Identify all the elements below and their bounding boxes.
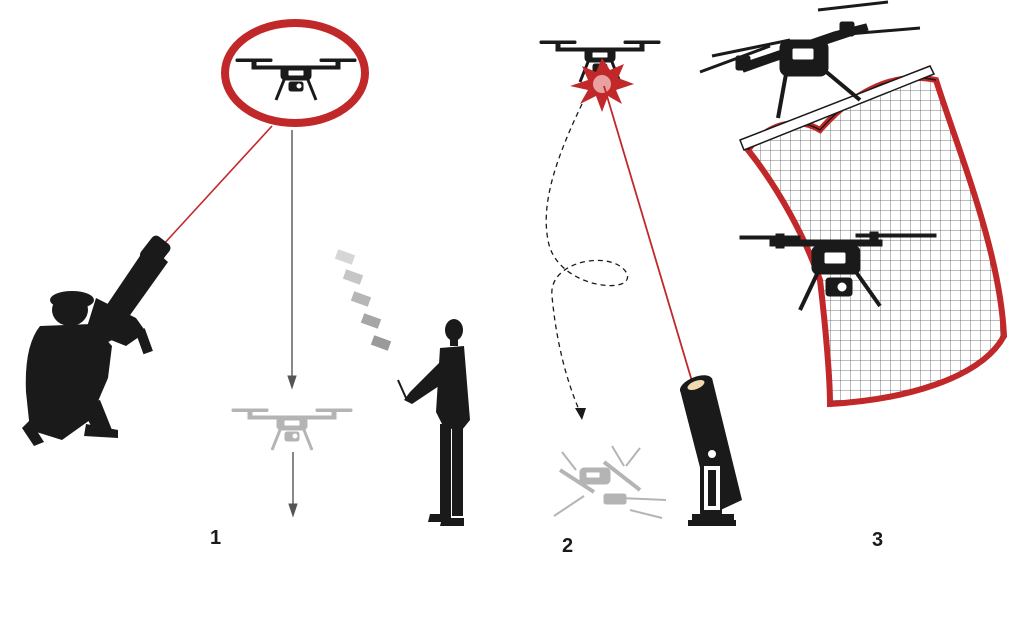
target-highlight-ring — [221, 19, 369, 127]
net-carrier-drone-icon — [699, 0, 921, 119]
panel-1 — [22, 19, 470, 526]
panel-2 — [538, 39, 742, 526]
disabled-drone-icon — [230, 407, 354, 452]
laser-beam — [603, 85, 695, 389]
laser-cannon-icon — [679, 375, 742, 526]
captured-drone-icon — [739, 231, 937, 311]
step-number-2: 2 — [562, 535, 574, 557]
jamming-beam — [161, 125, 273, 247]
descent-arrow — [287, 130, 298, 518]
control-signal-bars — [334, 249, 392, 351]
step-number-1: 1 — [210, 527, 222, 549]
drone-icon — [234, 57, 358, 102]
step-number-3: 3 — [872, 529, 884, 551]
fall-trajectory — [545, 103, 629, 413]
operator-person-icon — [397, 319, 470, 526]
panel-3 — [699, 0, 1008, 408]
crashed-drone-icon — [553, 445, 667, 519]
soldier-silhouette-icon — [22, 291, 118, 446]
